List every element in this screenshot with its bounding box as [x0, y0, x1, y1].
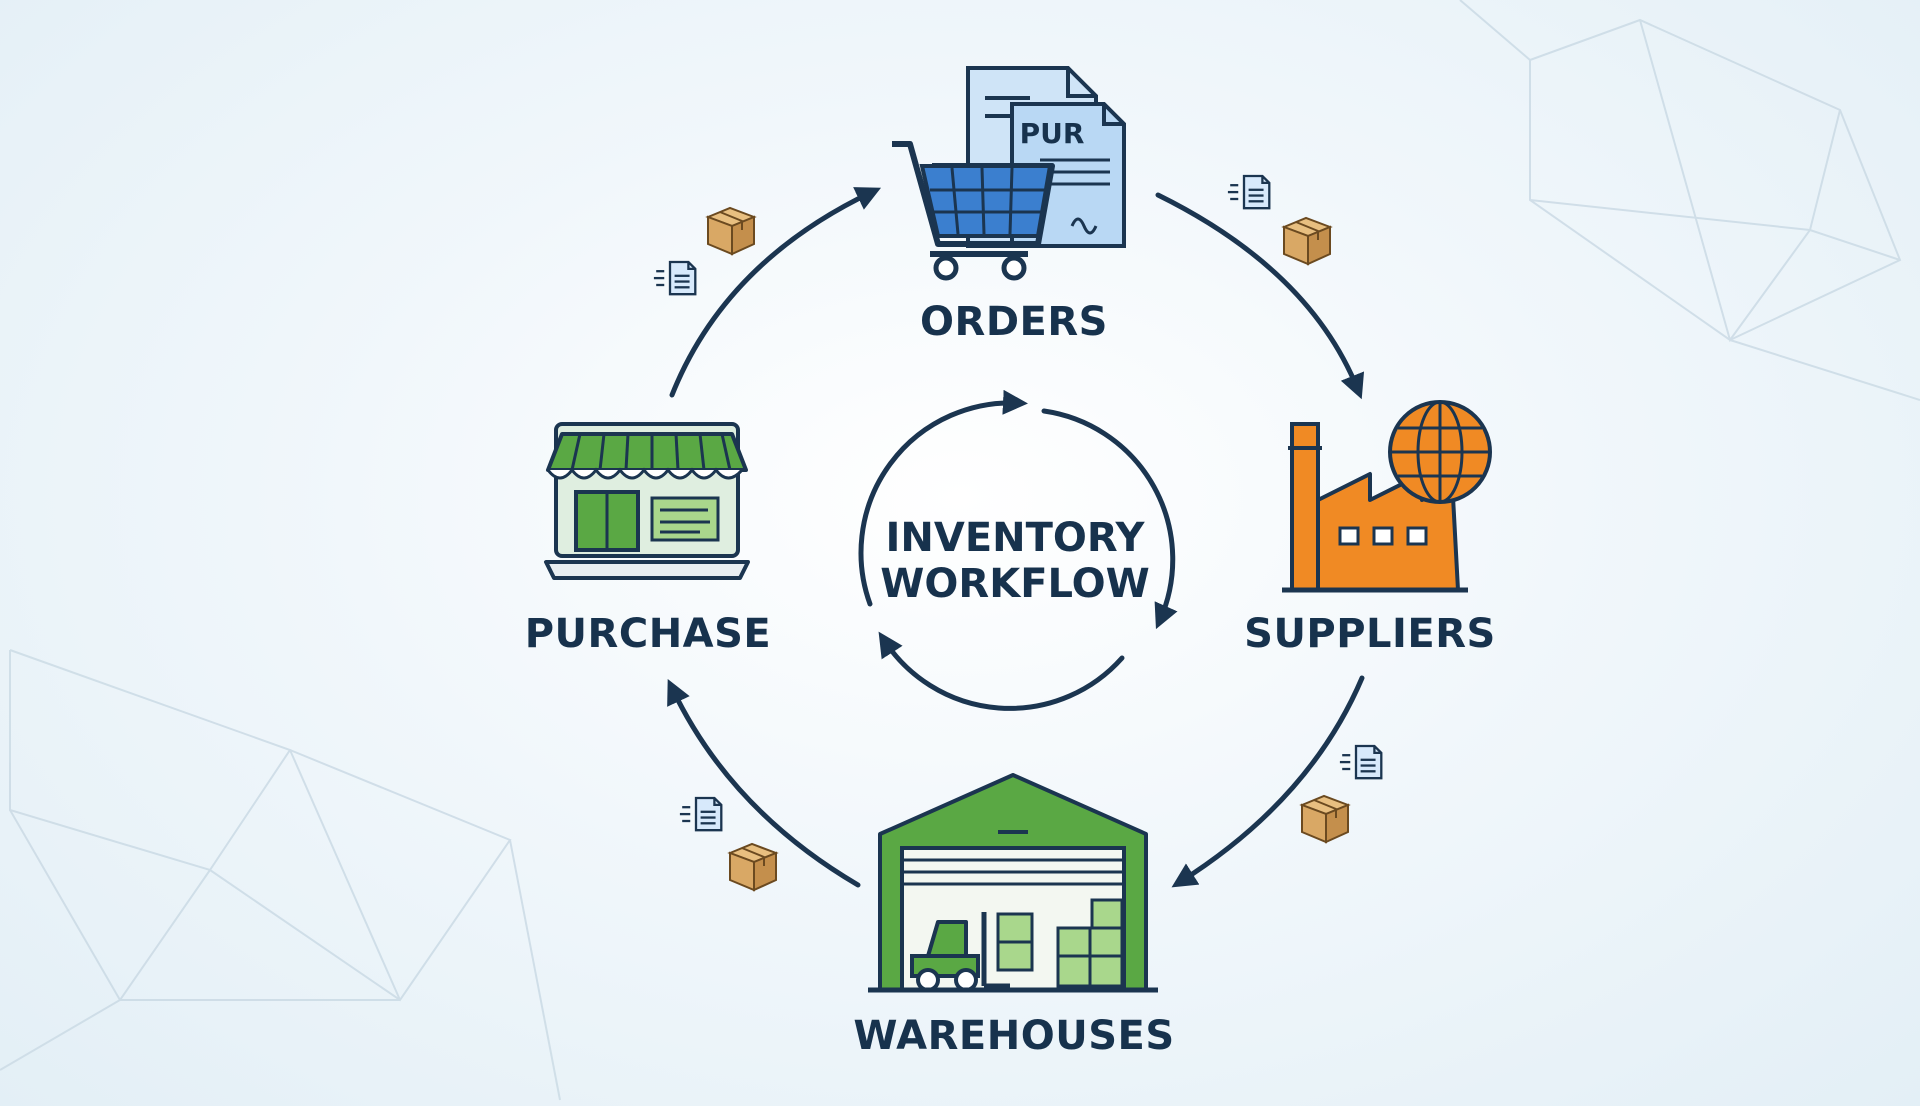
center-title-line2: WORKFLOW — [880, 561, 1150, 607]
arrow-warehouses-to-purchase — [667, 678, 861, 888]
suppliers-label: SUPPLIERS — [1244, 611, 1496, 657]
document-icon — [678, 796, 723, 832]
document-pur-text: PUR — [1020, 117, 1085, 150]
shopping-cart-documents-icon: PUR — [892, 66, 1126, 281]
purchase-label: PURCHASE — [524, 611, 772, 657]
cycle-arrows — [667, 187, 1365, 888]
center-title-line1: INVENTORY — [885, 515, 1145, 561]
warehouse-forklift-icon — [868, 773, 1158, 993]
arrow-suppliers-to-warehouses — [1171, 675, 1365, 888]
document-icon — [1226, 174, 1271, 210]
package-box-icon — [1301, 795, 1349, 843]
inner-cycle — [858, 389, 1178, 711]
arrow-orders-to-suppliers — [1155, 192, 1365, 400]
online-storefront-icon — [544, 422, 750, 580]
factory-globe-icon — [1282, 400, 1492, 593]
document-icon — [1338, 744, 1383, 780]
orders-label: ORDERS — [920, 299, 1108, 345]
package-box-icon — [707, 207, 755, 255]
document-icon — [652, 260, 697, 296]
package-box-icon — [729, 843, 777, 891]
arrow-purchase-to-orders — [669, 187, 882, 398]
warehouses-label: WAREHOUSES — [853, 1013, 1175, 1059]
package-box-icon — [1283, 217, 1331, 265]
center-title: INVENTORY WORKFLOW — [880, 515, 1149, 607]
